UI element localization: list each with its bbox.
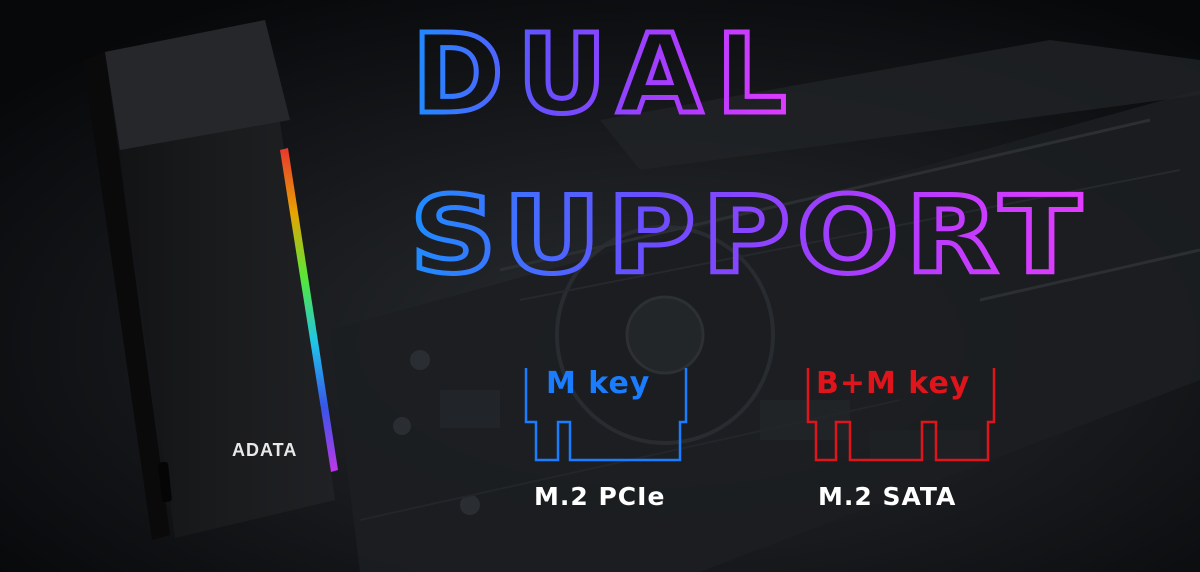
m-key-connector-icon — [524, 368, 688, 462]
interface-pcie: M key M.2 PCIe — [520, 360, 700, 511]
interface-sata: B+M key M.2 SATA — [802, 360, 1002, 511]
headline-line-2: SUPPORT — [410, 174, 1088, 297]
pcie-caption: M.2 PCIe — [534, 482, 666, 511]
rgb-light-strip — [280, 148, 338, 472]
headline-line-1: DUAL — [412, 10, 800, 138]
bm-key-connector-icon — [806, 368, 996, 462]
bm-key-label: B+M key — [816, 366, 971, 401]
m-key-label: M key — [546, 366, 651, 401]
sata-caption: M.2 SATA — [818, 482, 957, 511]
brand-logo: ADATA — [232, 440, 298, 460]
fan-icon — [555, 225, 775, 445]
headline: DUAL SUPPORT — [408, 8, 1088, 300]
